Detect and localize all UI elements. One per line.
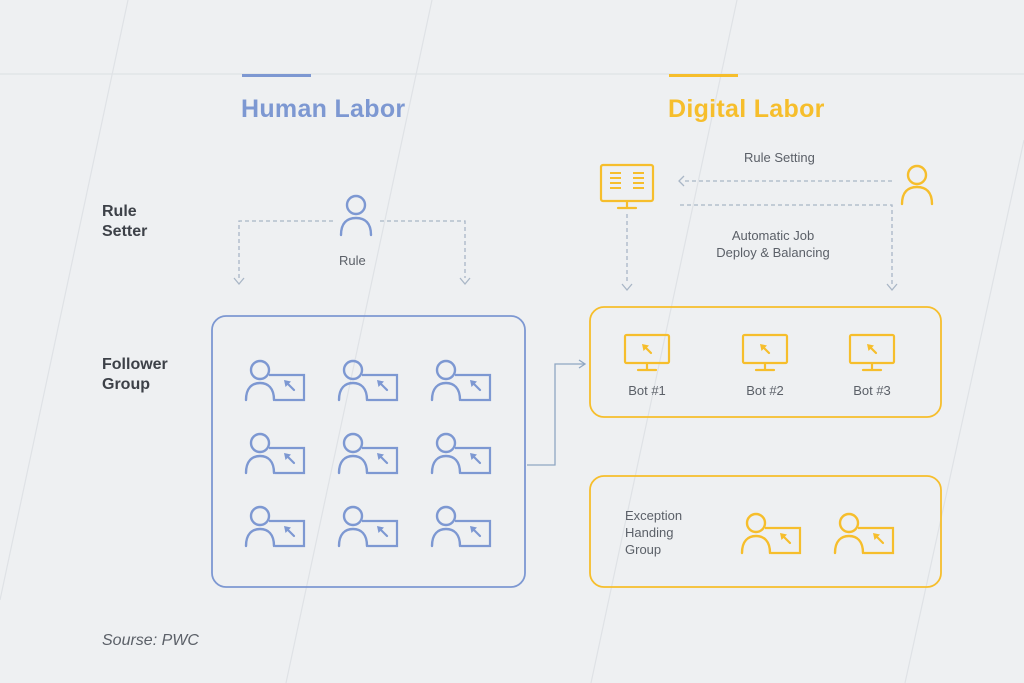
bot-2-label: Bot #2 (746, 383, 784, 398)
worker-icon (337, 505, 399, 548)
digital-labor-title: Digital Labor (668, 95, 825, 123)
worker-icon (244, 359, 306, 402)
human-labor-title: Human Labor (241, 95, 406, 123)
human-title-bar (242, 74, 311, 77)
worker-icon (244, 432, 306, 475)
bots-box (589, 306, 942, 418)
human-rule-connector (238, 220, 466, 278)
worker-icon (430, 359, 492, 402)
human-rule-setter-person-icon (339, 194, 373, 237)
bot-3-icon (848, 333, 896, 372)
exception-group-label: Exception Handing Group (625, 508, 683, 557)
bot-1-label: Bot #1 (628, 383, 666, 398)
digital-title-bar (669, 74, 738, 77)
worker-icon (430, 505, 492, 548)
follower-group-label: Follower Group (102, 356, 168, 393)
source-caption: Sourse: PWC (102, 632, 199, 649)
digital-rule-setter-person-icon (900, 164, 934, 206)
exception-worker-icon (833, 512, 895, 555)
rule-setting-label: Rule Setting (744, 150, 815, 165)
human-worker-grid (244, 359, 492, 548)
automatic-job-label: Automatic Job Deploy & Balancing (716, 228, 830, 260)
worker-icon (430, 432, 492, 475)
human-rule-label: Rule (339, 253, 366, 268)
worker-icon (337, 432, 399, 475)
server-display-icon (599, 163, 655, 210)
bot-1-icon (623, 333, 671, 372)
bot-3-label: Bot #3 (853, 383, 891, 398)
exception-worker-icon (740, 512, 802, 555)
bot-2-icon (741, 333, 789, 372)
transition-arrow (527, 359, 587, 466)
worker-icon (244, 505, 306, 548)
exception-box (589, 475, 942, 588)
human-follower-box (211, 315, 526, 588)
job-deploy-connector (680, 204, 893, 284)
rule-setter-label: Rule Setter (102, 203, 148, 240)
